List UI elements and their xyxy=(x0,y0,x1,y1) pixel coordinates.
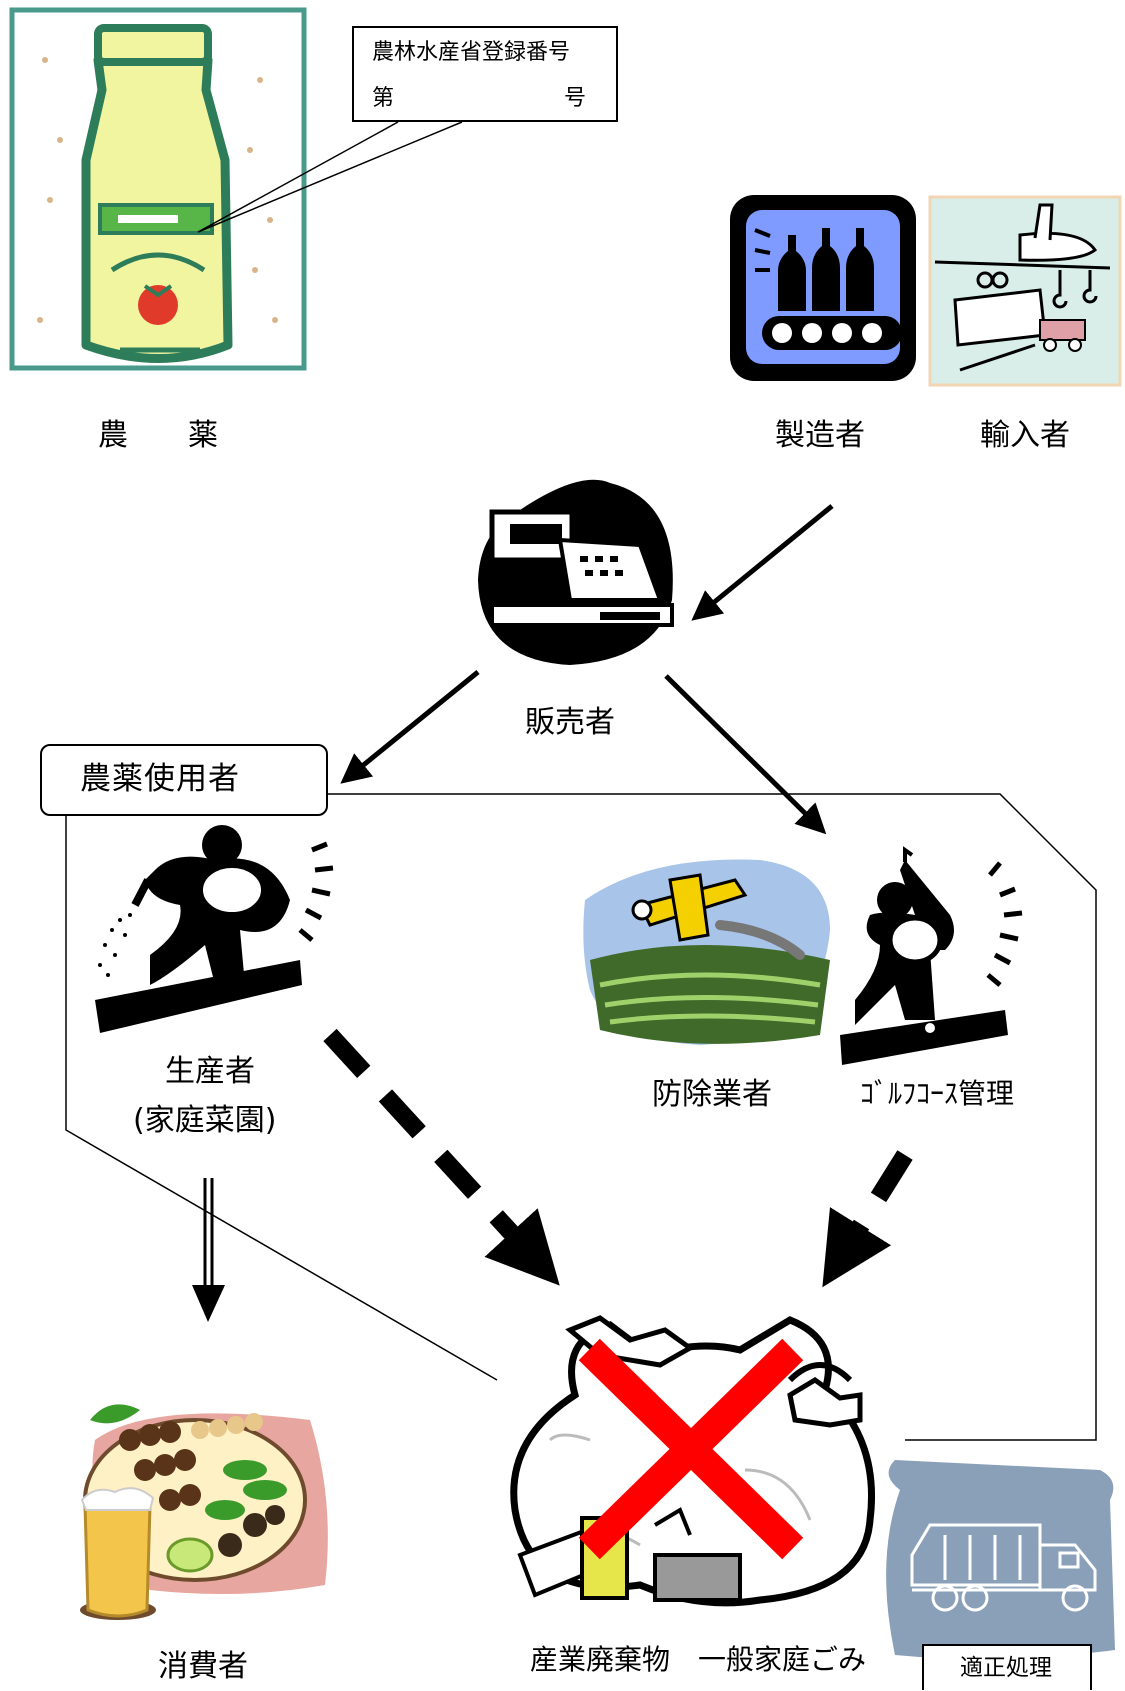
cash-register-icon xyxy=(478,479,674,665)
home-garden-label: (家庭菜園) xyxy=(133,1103,277,1138)
waste-label: 産業廃棄物 一般家庭ごみ xyxy=(530,1643,867,1676)
pesticide-label: 農 薬 xyxy=(98,418,218,453)
arrow-golf-to-waste xyxy=(822,1150,913,1288)
seller-label: 販売者 xyxy=(525,705,615,740)
golfer-icon xyxy=(840,846,1023,1065)
arrow-producer-to-waste xyxy=(323,1028,560,1286)
golf-course-label: ｺﾞﾙﾌｺｰｽ管理 xyxy=(860,1077,1015,1110)
user-boundary-right xyxy=(326,793,1097,1441)
producer-label: 生産者 xyxy=(165,1054,255,1089)
factory-bottling-icon xyxy=(730,195,916,381)
pest-control-label: 防除業者 xyxy=(652,1077,772,1112)
garbage-truck-icon xyxy=(886,1460,1115,1659)
registration-number-box: 農林水産省登録番号 第 号 xyxy=(352,26,618,122)
user-boundary-left xyxy=(65,816,498,1381)
crop-duster-plane-icon xyxy=(583,859,830,1045)
farmer-spraying-icon xyxy=(95,825,334,1033)
food-beer-icon xyxy=(80,1404,328,1620)
airplane-cargo-icon xyxy=(928,195,1122,387)
registration-number-suffix: 号 xyxy=(564,86,587,111)
pesticide-bottle-icon xyxy=(9,7,307,371)
proper-disposal-box: 適正処理 xyxy=(922,1644,1092,1690)
manufacturer-label: 製造者 xyxy=(775,418,865,453)
prohibited-cross-icon xyxy=(578,1338,804,1560)
callout-pointer xyxy=(197,121,463,233)
importer-label: 輸入者 xyxy=(980,418,1070,453)
arrow-seller-to-user xyxy=(340,670,480,784)
consumer-label: 消費者 xyxy=(158,1649,248,1684)
arrow-seller-to-golf xyxy=(664,674,827,835)
pesticide-user-box: 農薬使用者 xyxy=(40,744,328,816)
registration-number-prefix: 第 xyxy=(372,86,395,111)
arrow-manufacturer-to-seller xyxy=(691,504,834,621)
registration-title: 農林水産省登録番号 xyxy=(372,40,571,65)
pesticide-user-label: 農薬使用者 xyxy=(80,761,240,797)
arrow-producer-to-consumer xyxy=(192,1178,225,1322)
proper-disposal-label: 適正処理 xyxy=(960,1655,1052,1681)
